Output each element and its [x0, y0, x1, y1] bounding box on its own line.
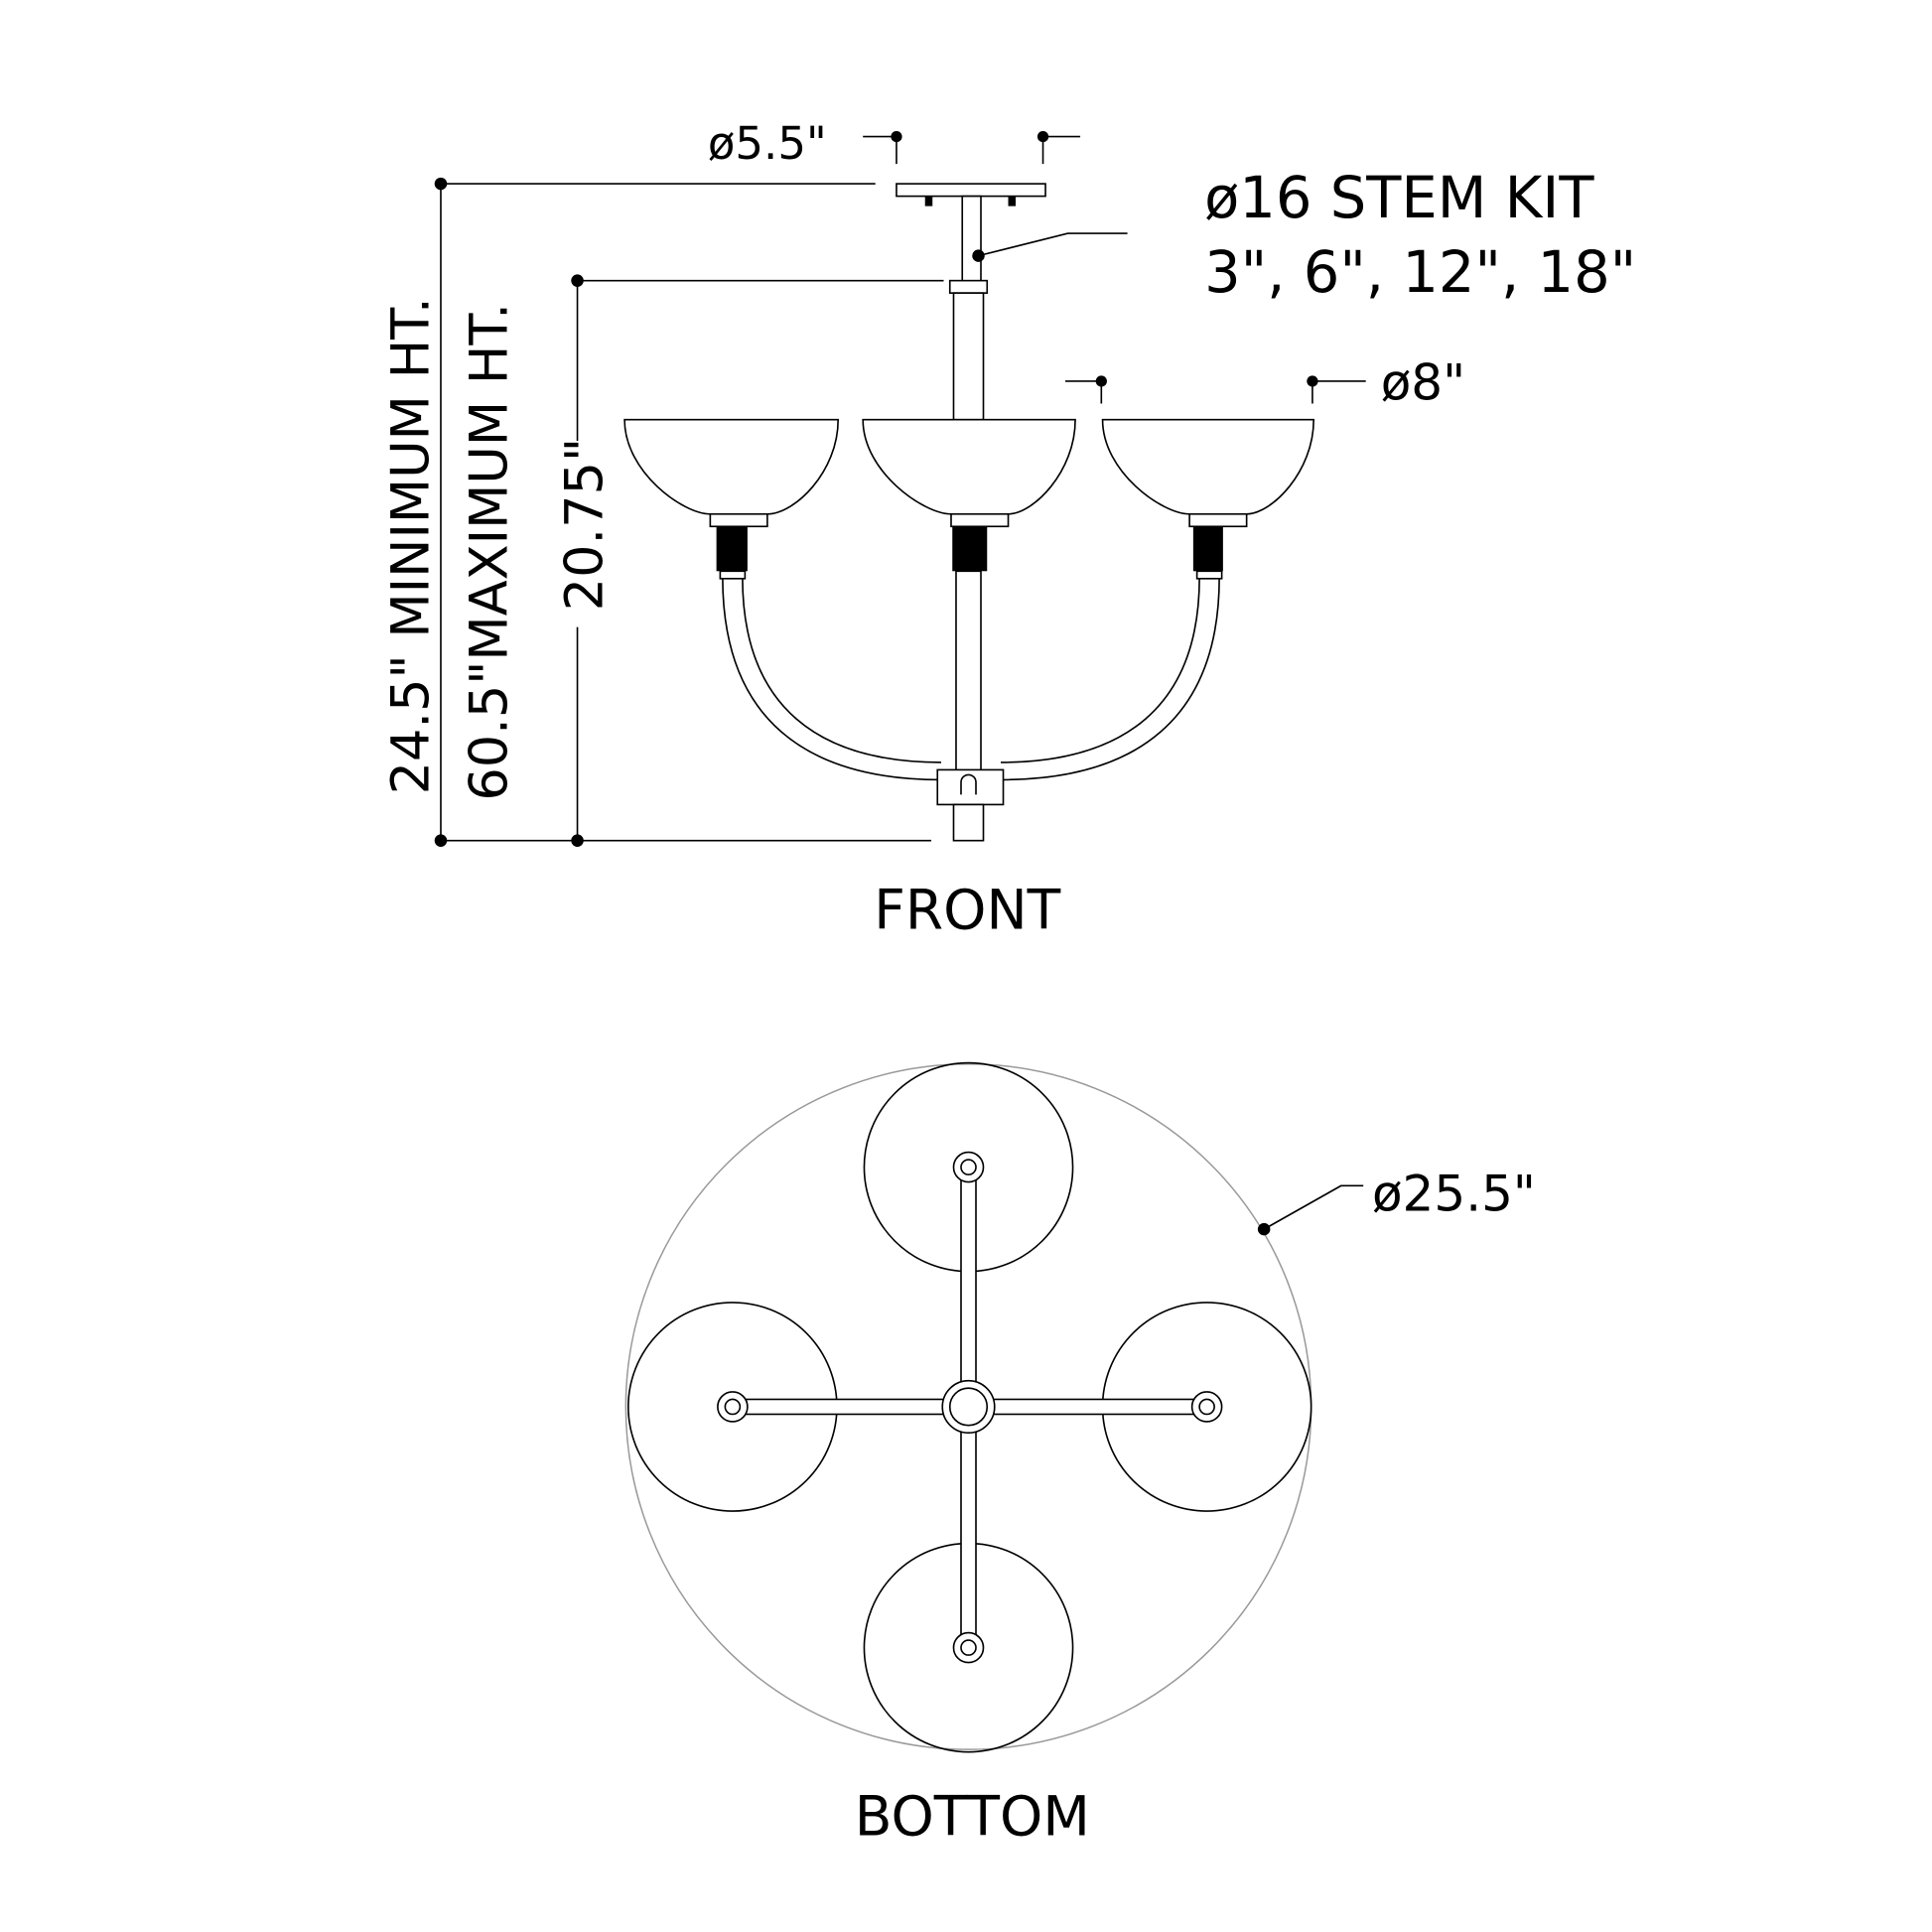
shade-center [862, 418, 1076, 572]
canopy-dimension: ø5.5" [708, 117, 1081, 170]
height-dimensions: 24.5" MINIMUM HT. 60.5"MAXIMUM HT. 20.75… [380, 177, 944, 847]
stem-kit-title: ø16 STEM KIT [1204, 165, 1594, 231]
min-height-label: 24.5" MINIMUM HT. [380, 297, 441, 794]
front-view-label: FRONT [874, 878, 1060, 941]
shade-dimension: ø8" [1065, 354, 1465, 412]
front-view: ø5.5" 24.5" MINIMUM HT. 60.5"MAXIMUM HT.… [380, 117, 1636, 941]
cross-arms [717, 1151, 1223, 1664]
shade-right [1101, 418, 1314, 580]
shade-left [623, 418, 839, 580]
shades [623, 418, 1314, 580]
shade-diameter-label: ø8" [1381, 354, 1465, 412]
bottom-view-label: BOTTOM [855, 1784, 1090, 1848]
fixture-height-label: 20.75" [555, 438, 616, 612]
arms [722, 570, 1220, 842]
stem-kit-lengths: 3", 6", 12", 18" [1204, 239, 1636, 306]
bottom-view: ø25.5" BOTTOM [624, 1061, 1536, 1848]
max-height-label: 60.5"MAXIMUM HT. [459, 303, 519, 801]
canopy-diameter-label: ø5.5" [708, 117, 827, 170]
canopy-and-stem: ø16 STEM KIT 3", 6", 12", 18" [896, 165, 1636, 421]
overall-diameter-label: ø25.5" [1372, 1165, 1536, 1222]
